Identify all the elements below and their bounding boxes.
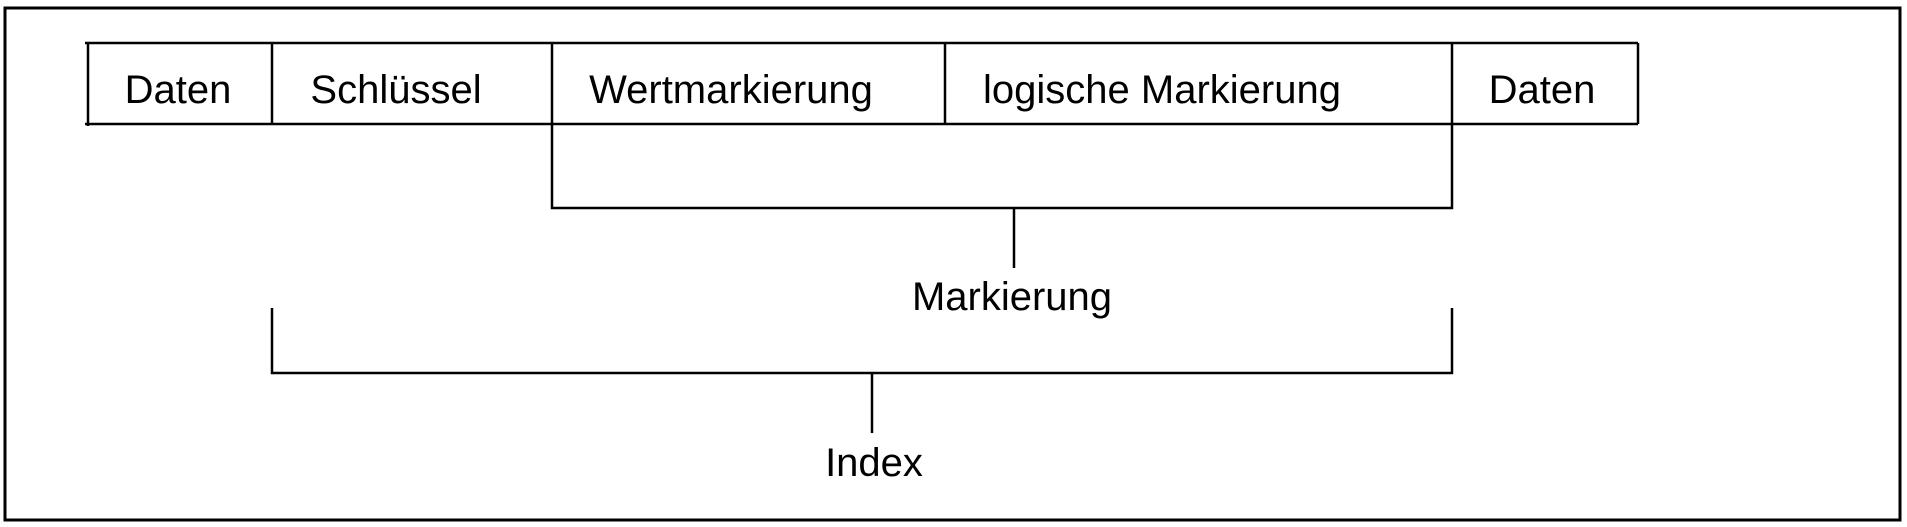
cell-label-daten-1: Daten (125, 68, 232, 112)
cell-label-daten-2: Daten (1489, 68, 1596, 112)
index-bracket (270, 308, 1454, 375)
cell-label-logische-markierung: logische Markierung (983, 68, 1341, 112)
diagram-frame (3, 6, 1902, 522)
markierung-label: Markierung (912, 275, 1112, 319)
markierung-bracket (550, 124, 1454, 210)
cell-label-wertmarkierung: Wertmarkierung (589, 68, 873, 112)
index-label: Index (825, 441, 923, 485)
cell-label-schluessel: Schlüssel (310, 68, 481, 112)
